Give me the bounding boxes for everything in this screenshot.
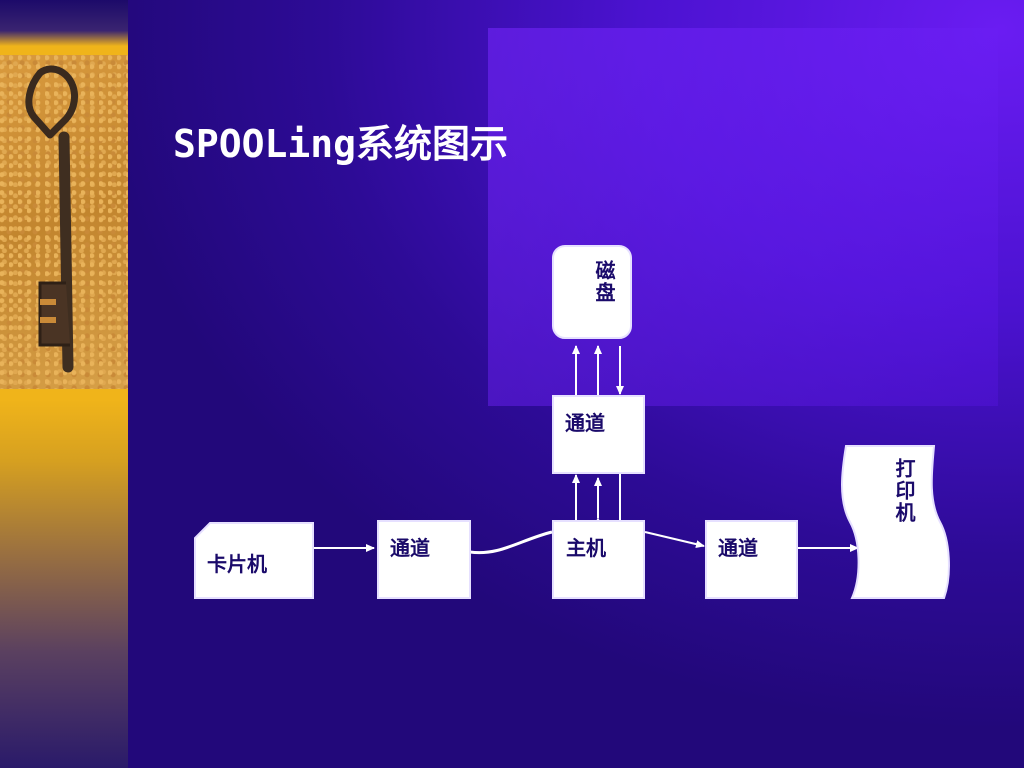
channel-top-label: 通道 <box>565 411 605 435</box>
printer-label: 打印机 <box>892 458 916 524</box>
key-photo <box>0 55 128 389</box>
disk-label: 磁盘 <box>592 260 616 304</box>
channel-right-label: 通道 <box>718 536 758 560</box>
card-reader-label: 卡片机 <box>207 552 267 576</box>
old-key-icon <box>25 65 78 373</box>
channel-left-label: 通道 <box>390 536 430 560</box>
background-glow-panel <box>488 28 998 406</box>
slide-title: SPOOLing系统图示 <box>173 122 509 166</box>
host-label: 主机 <box>566 536 606 560</box>
